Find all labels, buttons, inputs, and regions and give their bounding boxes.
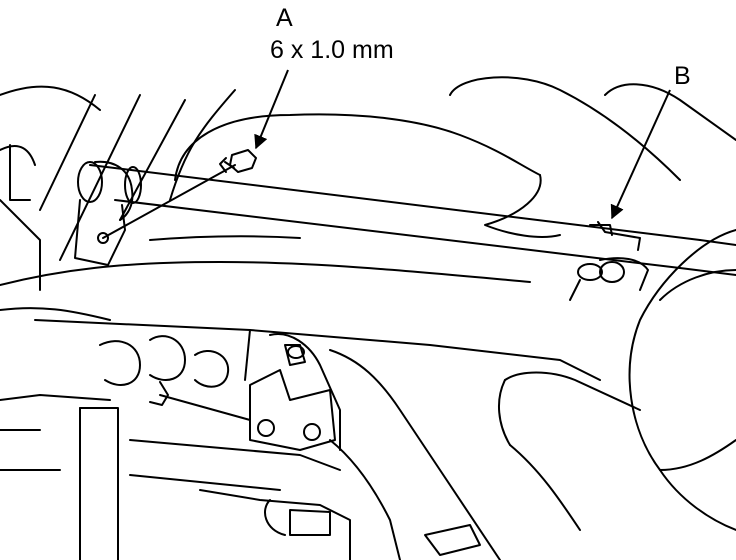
leader-line-b — [610, 89, 671, 220]
engine-mount — [149, 369, 336, 451]
housing-outline — [174, 76, 736, 238]
leader-line-a — [254, 69, 289, 150]
exhaust-downpipe — [329, 349, 641, 560]
lower-left-structure — [0, 394, 481, 560]
right-side-assembly — [628, 229, 736, 531]
clamp-b — [569, 221, 649, 301]
callout-a-letter: A — [276, 4, 293, 32]
callout-a-spec: 6 x 1.0 mm — [270, 36, 394, 64]
subframe-outline — [0, 235, 601, 451]
leader-lines — [254, 69, 671, 220]
bolt-a — [219, 149, 257, 173]
pipe-hanger-bracket — [74, 160, 236, 266]
body-panel-outline — [0, 85, 236, 291]
exhaust-pipe — [89, 164, 736, 276]
callout-b-letter: B — [674, 62, 691, 90]
